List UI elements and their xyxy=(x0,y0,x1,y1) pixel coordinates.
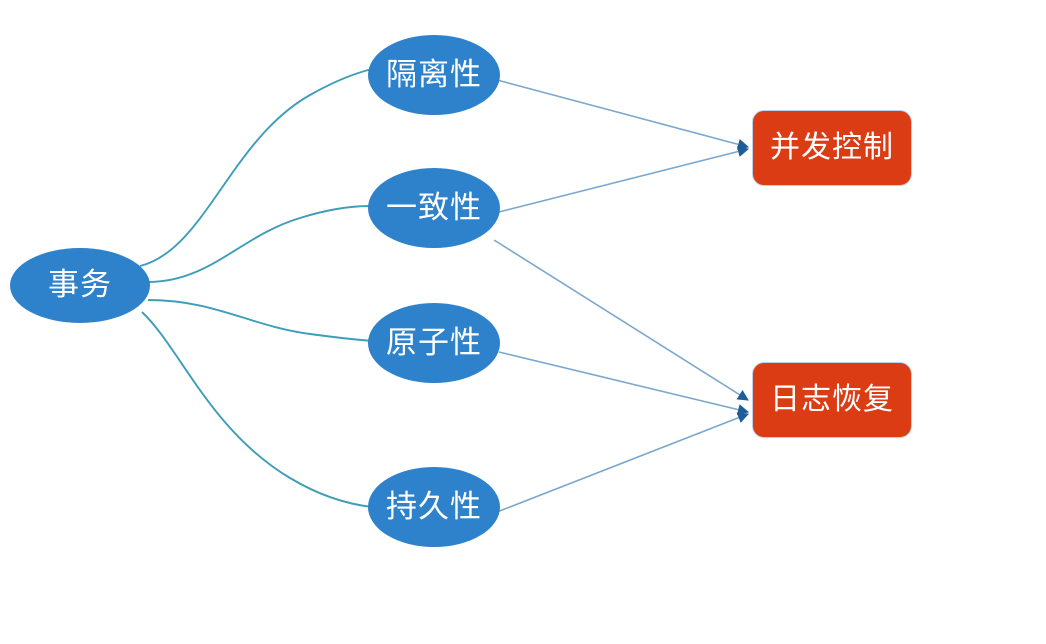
node-atomicity-label: 原子性 xyxy=(386,324,482,361)
edge-isolation-concurrency-control xyxy=(496,79,750,150)
node-isolation[interactable]: 隔离性 xyxy=(368,35,500,115)
node-concurrency-control-label: 并发控制 xyxy=(770,130,894,165)
node-log-recovery[interactable]: 日志恢复 xyxy=(752,362,912,438)
node-atomicity[interactable]: 原子性 xyxy=(368,303,500,383)
node-consistency-label: 一致性 xyxy=(386,189,482,226)
node-isolation-label: 隔离性 xyxy=(386,56,482,93)
edge-consistency-concurrency-control xyxy=(498,146,750,213)
node-transaction[interactable]: 事务 xyxy=(10,248,150,323)
edge-transaction-atomicity xyxy=(147,299,373,342)
edge-transaction-durability xyxy=(141,311,373,508)
node-durability-label: 持久性 xyxy=(386,488,482,525)
edge-transaction-consistency xyxy=(147,205,371,283)
node-log-recovery-label: 日志恢复 xyxy=(770,382,894,417)
edge-atomicity-log-recovery xyxy=(498,351,750,416)
node-durability[interactable]: 持久性 xyxy=(368,467,500,547)
node-transaction-label: 事务 xyxy=(48,267,112,303)
node-concurrency-control[interactable]: 并发控制 xyxy=(752,110,912,186)
node-consistency[interactable]: 一致性 xyxy=(368,168,500,248)
edge-transaction-isolation xyxy=(139,68,373,267)
edge-consistency-log-recovery xyxy=(493,239,749,401)
edge-durability-log-recovery xyxy=(496,412,750,513)
